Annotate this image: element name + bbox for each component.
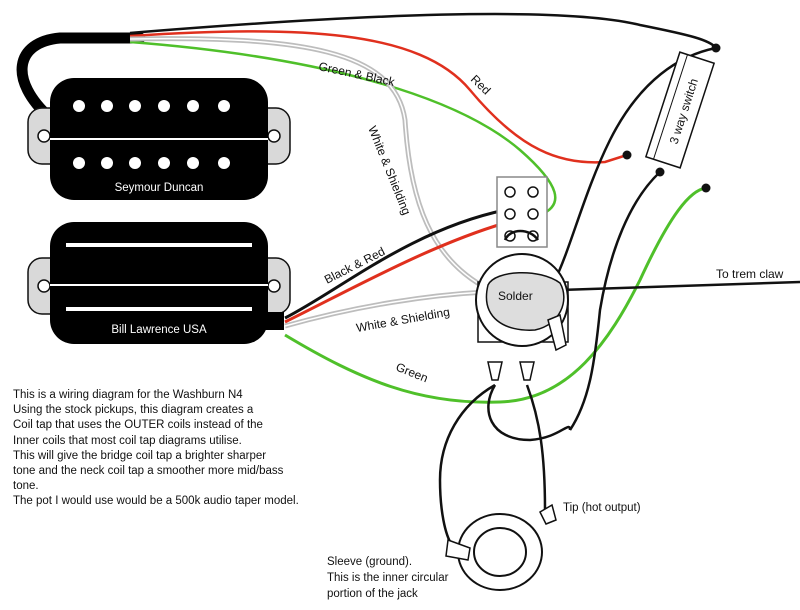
description-line: This will give the bridge coil tap a bri… bbox=[13, 449, 267, 462]
green-wire-neck bbox=[284, 186, 707, 404]
bridge-pickup-name: Seymour Duncan bbox=[115, 182, 204, 194]
black-wire-neck bbox=[284, 208, 506, 320]
three-way-switch: 3 way switch bbox=[644, 51, 716, 169]
description-line: Using the stock pickups, this diagram cr… bbox=[13, 404, 254, 417]
sleeve-wire bbox=[438, 383, 572, 546]
red-wire bbox=[129, 30, 628, 164]
sleeve-line: portion of the jack bbox=[327, 588, 418, 600]
label-trem-claw: To trem claw bbox=[716, 267, 784, 281]
description-line: The pot I would use would be a 500k audi… bbox=[13, 495, 299, 508]
description-line: Inner coils that most coil tap diagrams … bbox=[13, 434, 242, 447]
tip-label: Tip (hot output) bbox=[563, 502, 641, 514]
sleeve-line: Sleeve (ground). bbox=[327, 556, 413, 568]
potentiometer: Solder bbox=[475, 253, 569, 381]
trem-claw-wire bbox=[559, 280, 800, 292]
description-line: Coil tap that uses the OUTER coils inste… bbox=[13, 419, 263, 432]
sleeve-line: This is the inner circular bbox=[327, 572, 449, 584]
output-jack bbox=[445, 503, 557, 591]
description-line: tone. bbox=[13, 480, 39, 493]
tip-wire bbox=[525, 384, 547, 511]
neck-pickup-name: Bill Lawrence USA bbox=[111, 324, 207, 336]
bridge-pickup: Seymour Duncan bbox=[27, 78, 291, 200]
label-green: Green bbox=[394, 360, 430, 385]
solder-label: Solder bbox=[498, 289, 533, 303]
neck-pickup: Bill Lawrence USA bbox=[27, 222, 291, 344]
label-white-shielding-bottom: White & Shielding bbox=[355, 305, 451, 335]
red-wire-neck bbox=[284, 221, 506, 324]
green-black-wire bbox=[129, 40, 557, 217]
description: This is a wiring diagram for the Washbur… bbox=[13, 388, 343, 510]
label-black-red: Black & Red bbox=[322, 244, 387, 286]
bridge-cable-sheath bbox=[16, 32, 146, 124]
description-line: tone and the neck coil tap a smoother mo… bbox=[13, 465, 284, 478]
switch-center-wire bbox=[568, 171, 661, 431]
sleeve-label: Sleeve (ground). This is the inner circu… bbox=[327, 554, 448, 602]
push-pull-switch bbox=[496, 176, 548, 248]
description-line: This is a wiring diagram for the Washbur… bbox=[13, 389, 243, 401]
black-wire-top bbox=[129, 12, 717, 49]
